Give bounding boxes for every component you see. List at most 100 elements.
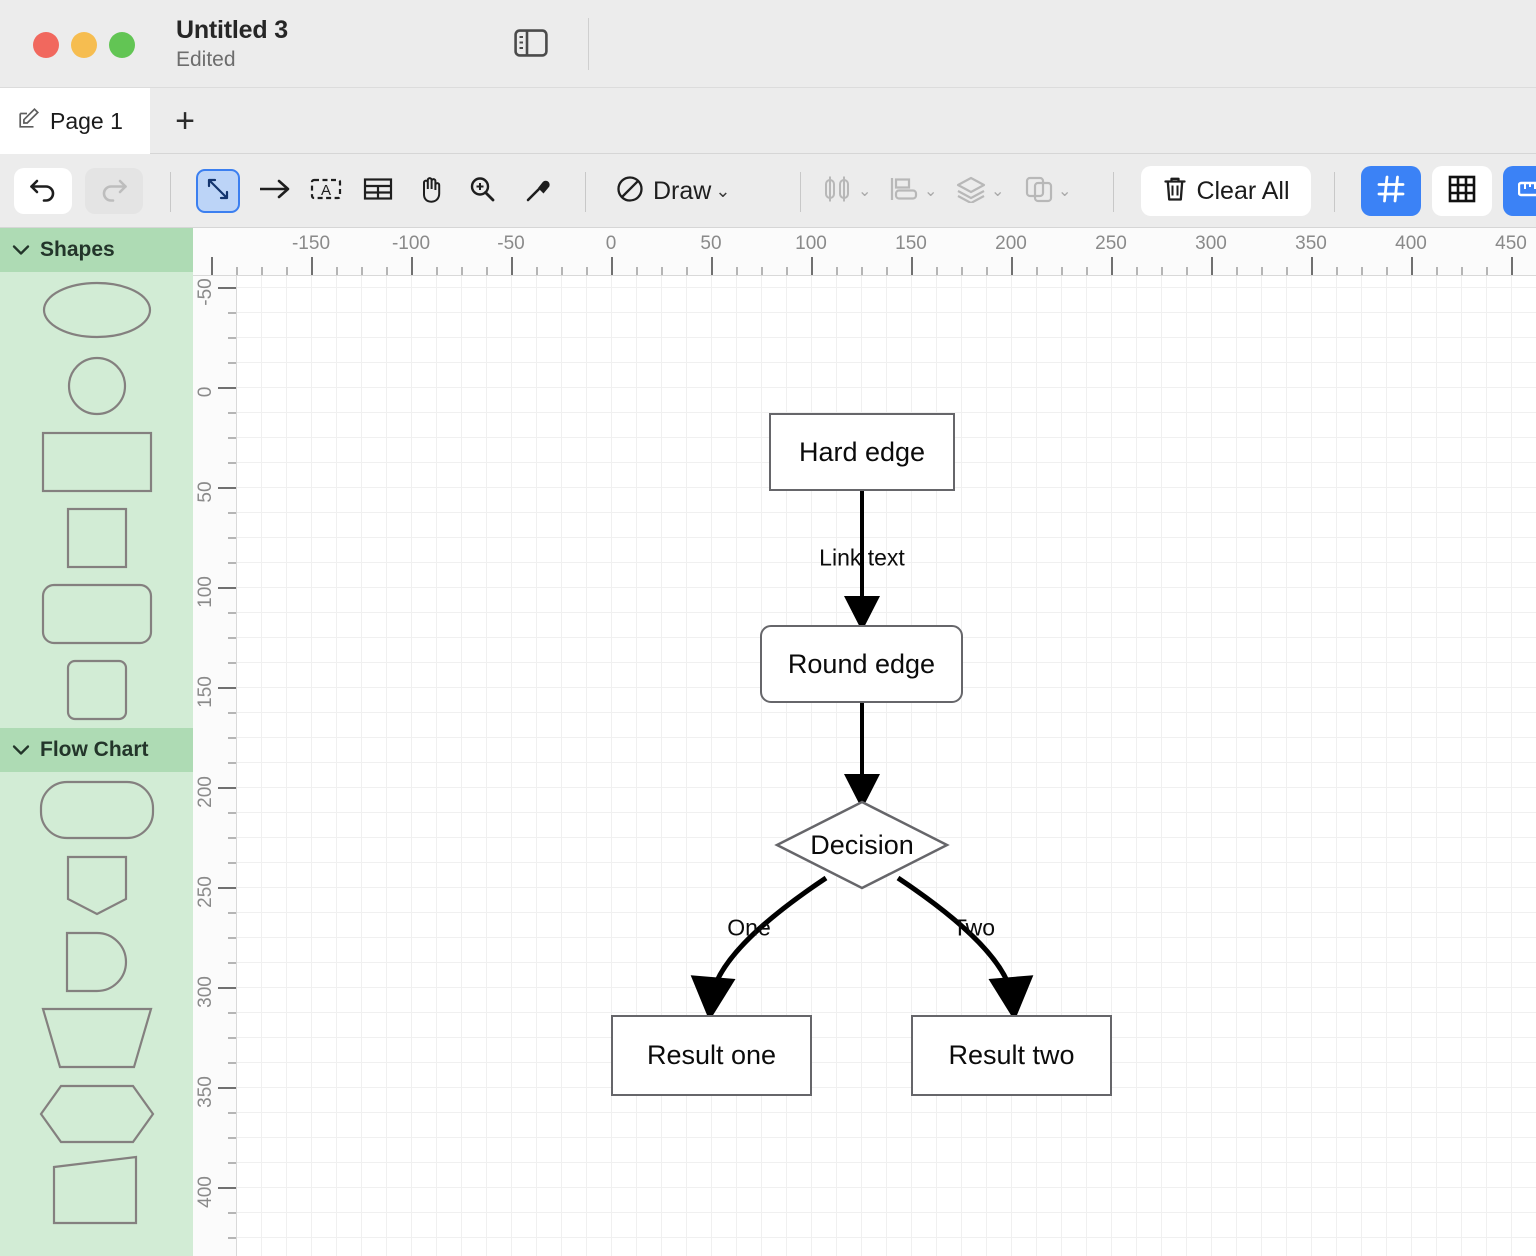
document-status: Edited <box>176 48 236 71</box>
edge-label-two[interactable]: Two <box>952 914 996 941</box>
shape-item-trapezoid[interactable] <box>41 1000 153 1076</box>
shape-library-panel: Shapes Flow <box>0 228 193 1256</box>
ruler-tick <box>1211 257 1213 275</box>
shape-list-flow-chart <box>0 772 193 1228</box>
grid-view-button[interactable] <box>1432 166 1492 216</box>
table-tool-button[interactable] <box>355 168 401 214</box>
node-label: Result two <box>948 1040 1075 1070</box>
duplicate-menu-button[interactable]: ⌄ <box>1024 168 1071 214</box>
shape-item-rounded-rectangle[interactable] <box>41 576 153 652</box>
shape-item-rounded-square[interactable] <box>66 652 128 728</box>
undo-icon <box>28 175 58 208</box>
horizontal-ruler[interactable]: -150 -100 -50 0 50 100 150 200 250 300 3… <box>193 228 1536 276</box>
ruler-tick <box>228 737 236 739</box>
zoom-tool-button[interactable] <box>459 168 505 214</box>
layers-menu-button[interactable]: ⌄ <box>955 168 1004 214</box>
section-header-flow-chart[interactable]: Flow Chart <box>0 728 193 772</box>
ruler-tick <box>811 257 813 275</box>
ruler-tick <box>1086 267 1088 275</box>
ruler-tick <box>218 787 236 789</box>
select-tool-button[interactable] <box>196 168 240 214</box>
text-box-icon: A <box>310 176 342 207</box>
redo-icon <box>99 175 129 208</box>
ruler-tick <box>228 562 236 564</box>
ruler-tick <box>536 267 538 275</box>
ruler-tick <box>436 267 438 275</box>
redo-button[interactable] <box>85 168 143 214</box>
ruler-tick <box>211 257 213 275</box>
align-menu-button[interactable]: ⌄ <box>888 168 937 214</box>
node-hard-edge[interactable]: Hard edge <box>769 413 955 491</box>
node-decision-label: Decision <box>777 802 947 889</box>
chevron-down-icon <box>12 738 30 762</box>
hand-tool-button[interactable] <box>408 168 454 214</box>
shape-item-delay-d-shape[interactable] <box>65 924 129 1000</box>
ruler-label: 250 <box>195 876 216 908</box>
shape-item-card-pentagon[interactable] <box>66 848 128 924</box>
ruler-tick <box>1186 267 1188 275</box>
arrow-tool-button[interactable] <box>252 168 298 214</box>
ruler-label: -150 <box>291 233 331 254</box>
shape-item-rectangle[interactable] <box>41 424 153 500</box>
undo-button[interactable] <box>14 168 72 214</box>
chevron-down-icon: ⌄ <box>858 183 872 200</box>
snap-to-grid-button[interactable] <box>1361 166 1421 216</box>
minimize-window-button[interactable] <box>71 32 97 58</box>
ruler-tick <box>228 1212 236 1214</box>
shape-item-square[interactable] <box>66 500 128 576</box>
hand-icon <box>418 175 444 208</box>
ruler-tick <box>736 267 738 275</box>
sidebar-toggle-icon[interactable] <box>508 22 554 64</box>
ruler-tick <box>228 762 236 764</box>
tab-page-1[interactable]: Page 1 <box>0 88 150 154</box>
ruler-tick <box>228 1062 236 1064</box>
shape-item-stadium[interactable] <box>39 772 155 848</box>
table-icon <box>363 176 393 207</box>
diagram-edges-layer <box>690 491 1034 1021</box>
ruler-tick <box>228 1237 236 1239</box>
shape-item-circle[interactable] <box>66 348 128 424</box>
ruler-tick <box>228 662 236 664</box>
ruler-button[interactable] <box>1503 166 1536 216</box>
edge-label-link-text[interactable]: Link text <box>819 544 905 571</box>
trash-icon <box>1162 175 1188 208</box>
draw-menu-button[interactable]: Draw ⌄ <box>615 168 730 214</box>
ruler-tick <box>1461 267 1463 275</box>
add-page-button[interactable]: + <box>175 101 195 140</box>
node-result-one[interactable]: Result one <box>611 1015 812 1096</box>
clear-all-button[interactable]: Clear All <box>1141 166 1311 216</box>
shape-item-ellipse[interactable] <box>41 272 153 348</box>
ruler-label: -100 <box>391 233 431 254</box>
ruler-tick <box>636 267 638 275</box>
ruler-tick <box>936 267 938 275</box>
close-window-button[interactable] <box>33 32 59 58</box>
diagram-canvas[interactable]: Hard edge Round edge Decision Result one… <box>237 276 1536 1256</box>
ruler-tick <box>228 312 236 314</box>
node-round-edge[interactable]: Round edge <box>760 625 963 703</box>
section-header-shapes[interactable]: Shapes <box>0 228 193 272</box>
ruler-tick <box>1511 257 1513 275</box>
ruler-label: 450 <box>1495 233 1527 254</box>
ruler-tick <box>686 267 688 275</box>
zoom-window-button[interactable] <box>109 32 135 58</box>
ruler-label: 350 <box>1295 233 1327 254</box>
ruler-tick <box>836 267 838 275</box>
ruler-tick <box>1386 267 1388 275</box>
vertical-ruler[interactable]: -50 0 50 100 150 200 250 300 350 400 <box>193 276 237 1256</box>
text-tool-button[interactable]: A <box>303 168 349 214</box>
ruler-tick <box>586 267 588 275</box>
node-result-two[interactable]: Result two <box>911 1015 1112 1096</box>
ruler-label: 0 <box>605 233 617 254</box>
shape-item-parallelogram[interactable] <box>52 1152 142 1228</box>
node-decision-shape[interactable] <box>774 800 950 890</box>
ruler-tick <box>228 912 236 914</box>
clear-all-label: Clear All <box>1196 176 1290 205</box>
section-title: Shapes <box>40 238 115 261</box>
ruler-label: 100 <box>795 233 827 254</box>
ruler-label: 400 <box>195 1176 216 1208</box>
eyedropper-tool-button[interactable] <box>516 168 562 214</box>
edge-label-one[interactable]: One <box>727 914 771 941</box>
ruler-tick <box>228 937 236 939</box>
distribute-menu-button[interactable]: ⌄ <box>820 168 871 214</box>
shape-item-hexagon[interactable] <box>39 1076 155 1152</box>
